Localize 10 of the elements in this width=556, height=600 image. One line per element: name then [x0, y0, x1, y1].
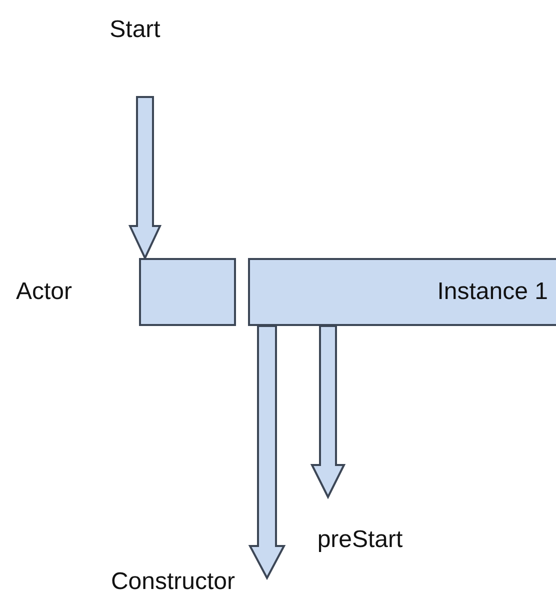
process-box — [139, 258, 236, 326]
text-label: Constructor — [92, 564, 254, 600]
block-arrow — [310, 325, 346, 500]
box-caption: Actor — [14, 277, 73, 307]
text-label: preStart — [300, 522, 420, 558]
block-arrow — [128, 96, 162, 260]
block-arrow — [248, 325, 286, 580]
process-box — [248, 258, 556, 326]
text-label: Start — [95, 12, 175, 48]
box-label: Instance 1 — [437, 278, 548, 306]
